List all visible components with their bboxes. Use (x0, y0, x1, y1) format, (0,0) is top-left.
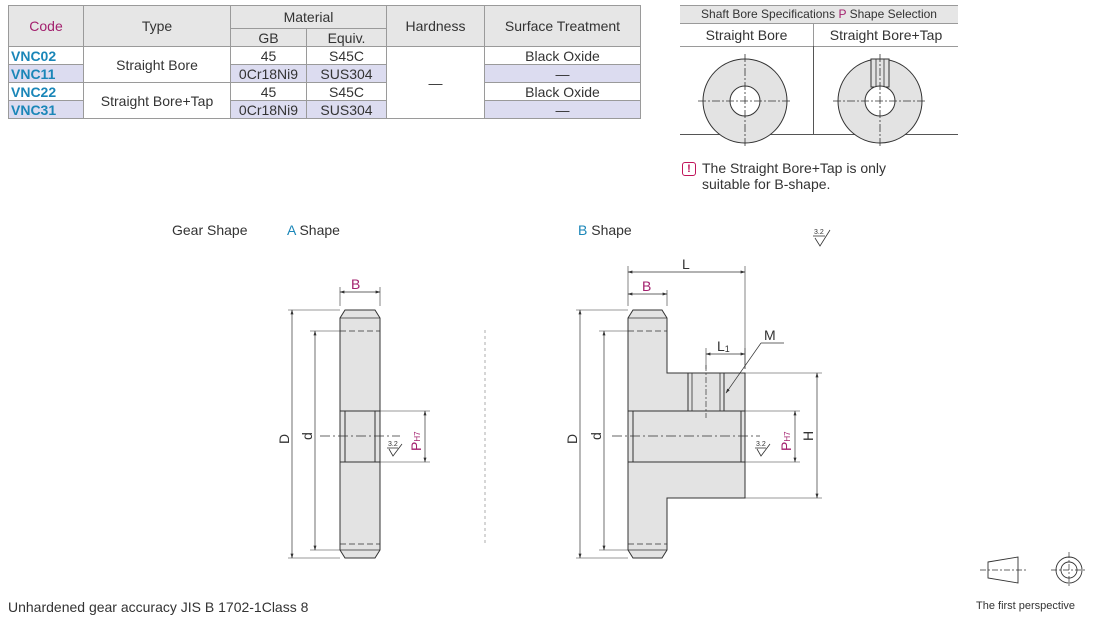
accuracy-note: Unhardened gear accuracy JIS B 1702-1Cla… (8, 599, 309, 615)
surface-cell: — (484, 100, 641, 119)
divider (680, 134, 958, 135)
header-material: Material (230, 5, 387, 29)
dim-b-b: B (642, 278, 651, 294)
bore-spec-col-tap: Straight Bore+Tap (814, 24, 958, 47)
row-code: VNC11 (8, 64, 84, 83)
roughness-b-text: 3.2 (756, 441, 766, 448)
a-shape-word: Shape (299, 222, 340, 238)
header-hardness: Hardness (386, 5, 485, 47)
bore-spec-title: Shaft Bore Specifications P Shape Select… (680, 5, 958, 24)
dim-H: H (800, 431, 816, 441)
equiv-cell: S45C (306, 46, 387, 65)
dim-b-a: B (351, 276, 360, 292)
dim-L1: L1 (717, 338, 730, 354)
divider (813, 46, 814, 134)
type-cell: Straight Bore (83, 46, 231, 83)
surface-cell: Black Oxide (484, 46, 641, 65)
dim-M: M (764, 327, 776, 343)
table-row: VNC02 Straight Bore 45 S45C — Black Oxid… (8, 46, 641, 119)
row-code: VNC02 (8, 46, 84, 65)
dim-p-b-sub: H7 (783, 431, 792, 442)
dim-L1-sub: 1 (725, 344, 730, 354)
dim-D-a: D (276, 434, 292, 444)
dim-d-a: d (299, 432, 315, 440)
gb-cell: 45 (230, 46, 307, 65)
dim-p-b: PH7 (778, 431, 794, 451)
first-angle-projection-icon (980, 552, 1087, 588)
a-shape-letter: A (287, 222, 296, 238)
b-shape-label: B Shape (578, 222, 632, 238)
dim-p-b-letter: P (778, 442, 794, 451)
bore-spec-col-straight: Straight Bore (680, 24, 814, 47)
roughness-a-text: 3.2 (388, 441, 398, 448)
gb-cell: 0Cr18Ni9 (230, 64, 307, 83)
table-row: VNC31 0Cr18Ni9 SUS304 — (8, 100, 641, 119)
perspective-label: The first perspective (976, 600, 1076, 612)
straight-bore-icon (698, 54, 792, 148)
dim-d-b: d (588, 432, 604, 440)
b-shape-drawing (576, 266, 822, 559)
dim-p-a: PH7 (408, 431, 424, 451)
bore-spec-panel: Shaft Bore Specifications P Shape Select… (680, 5, 958, 155)
gear-shape-label: Gear Shape (172, 222, 248, 238)
b-shape-letter: B (578, 222, 588, 238)
roughness-top-text: 3.2 (814, 229, 824, 236)
straight-bore-tap-icon (833, 54, 927, 148)
gb-cell: 0Cr18Ni9 (230, 100, 307, 119)
roughness-symbol (813, 229, 831, 247)
table-row: VNC11 0Cr18Ni9 SUS304 — (8, 64, 641, 83)
dim-L: L (682, 256, 690, 272)
bore-spec-title-p: P (838, 7, 847, 21)
header-code: Code (8, 5, 84, 47)
material-table: Code Type Material Hardness Surface Trea… (8, 5, 641, 119)
hardness-cell: — (386, 46, 485, 119)
dim-L1-letter: L (717, 338, 725, 354)
dim-D-b: D (564, 434, 580, 444)
header-equiv: Equiv. (306, 28, 387, 47)
bore-spec-title-prefix: Shaft Bore Specifications (701, 7, 839, 21)
dim-p-a-letter: P (408, 442, 424, 451)
equiv-cell: SUS304 (306, 100, 387, 119)
header-surface: Surface Treatment (484, 5, 641, 47)
surface-cell: — (484, 64, 641, 83)
bore-spec-title-suffix: Shape Selection (846, 7, 937, 21)
b-shape-word: Shape (591, 222, 632, 238)
a-shape-label: A Shape (287, 222, 340, 238)
bore-note: !The Straight Bore+Tap is only suitable … (682, 160, 886, 192)
bore-note-line1: The Straight Bore+Tap is only (702, 160, 887, 176)
type-cell: Straight Bore+Tap (83, 82, 231, 119)
a-shape-drawing (288, 287, 430, 559)
row-code: VNC31 (8, 100, 84, 119)
dim-p-a-sub: H7 (413, 431, 422, 442)
header-gb: GB (230, 28, 307, 47)
bore-note-line2: suitable for B-shape. (702, 176, 831, 192)
